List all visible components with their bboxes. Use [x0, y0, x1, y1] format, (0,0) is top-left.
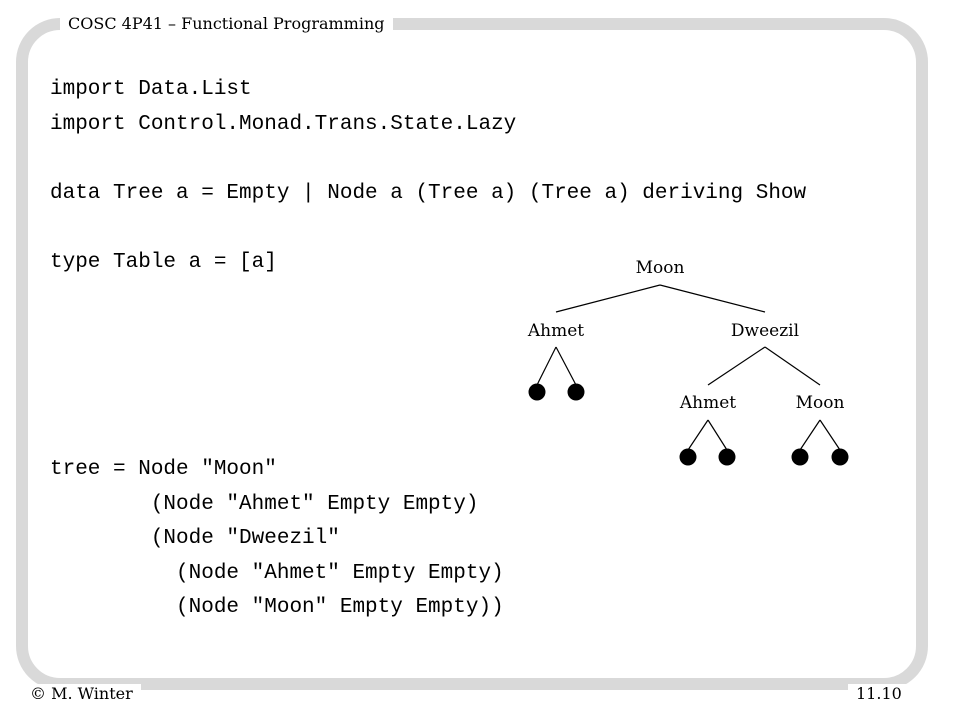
empty-leaf [791, 448, 809, 466]
node-right-label: Dweezil [731, 321, 799, 341]
edge-root-left [555, 284, 661, 313]
code-line-import-state: import Control.Monad.Trans.State.Lazy [50, 113, 517, 136]
code-line-node-moon-inner: (Node "Moon" Empty Empty)) [50, 596, 504, 619]
node-right-right-label: Moon [796, 393, 845, 413]
node-right-left-label: Ahmet [679, 393, 736, 413]
empty-leaf [679, 448, 697, 466]
code-line-node-ahmet-inner: (Node "Ahmet" Empty Empty) [50, 562, 504, 585]
course-title: COSC 4P41 – Functional Programming [60, 14, 393, 33]
code-line-import-list: import Data.List [50, 78, 252, 101]
code-line-type-table: type Table a = [a] [50, 251, 277, 274]
empty-leaf [831, 448, 849, 466]
edge-inner-moon-leaf-left [799, 419, 821, 451]
node-root-label: Moon [636, 258, 685, 278]
edge-ahmet-leaf-left [536, 346, 557, 386]
edge-root-right [659, 284, 766, 313]
edge-inner-ahmet-leaf-right [707, 419, 728, 451]
code-line-tree-def: tree = Node "Moon" [50, 458, 277, 481]
empty-leaf [718, 448, 736, 466]
edge-inner-ahmet-leaf-left [687, 419, 709, 451]
code-line-node-dweezil: (Node "Dweezil" [50, 527, 340, 550]
page-number: 11.10 [848, 684, 910, 703]
edge-ahmet-leaf-right [555, 346, 577, 386]
code-line-node-ahmet: (Node "Ahmet" Empty Empty) [50, 493, 479, 516]
edge-inner-moon-leaf-right [819, 419, 841, 451]
edge-dweezil-left [707, 346, 766, 386]
author-credit: © M. Winter [22, 684, 141, 703]
code-line-data-tree: data Tree a = Empty | Node a (Tree a) (T… [50, 182, 807, 205]
empty-leaf [567, 383, 585, 401]
empty-leaf [528, 383, 546, 401]
node-left-label: Ahmet [527, 321, 584, 341]
edge-dweezil-right [764, 346, 821, 386]
